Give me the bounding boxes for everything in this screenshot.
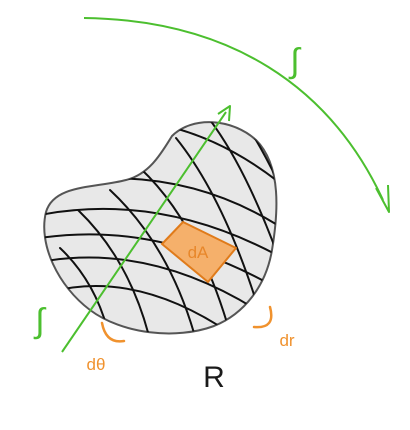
outer-integral-symbol: ∫	[288, 42, 301, 80]
grid-arc-4	[44, 233, 277, 291]
grid-ray-6	[209, 122, 277, 291]
grid-arc-5	[44, 256, 261, 313]
angle-bracket	[100, 321, 126, 343]
radius-bracket	[252, 305, 273, 329]
grid-ray-2	[77, 209, 151, 334]
region-label: R	[203, 361, 225, 394]
grid-ray-5	[175, 137, 263, 321]
radial-label: dr	[279, 331, 294, 350]
grid-arc-3	[44, 207, 277, 269]
angular-label: dθ	[87, 355, 106, 374]
outer-integration-arc	[83, 17, 384, 201]
inner-integral-symbol: ∫	[33, 302, 46, 340]
area-element-label: dA	[188, 243, 209, 262]
outer-arc-arrowhead	[375, 184, 390, 213]
radial-arrowhead	[217, 105, 231, 122]
region-r-shape	[43, 121, 278, 335]
area-element-dA	[161, 221, 237, 283]
radial-direction-line	[61, 111, 227, 353]
grid-ray-3	[109, 189, 197, 334]
grid-arc-6	[49, 285, 241, 334]
